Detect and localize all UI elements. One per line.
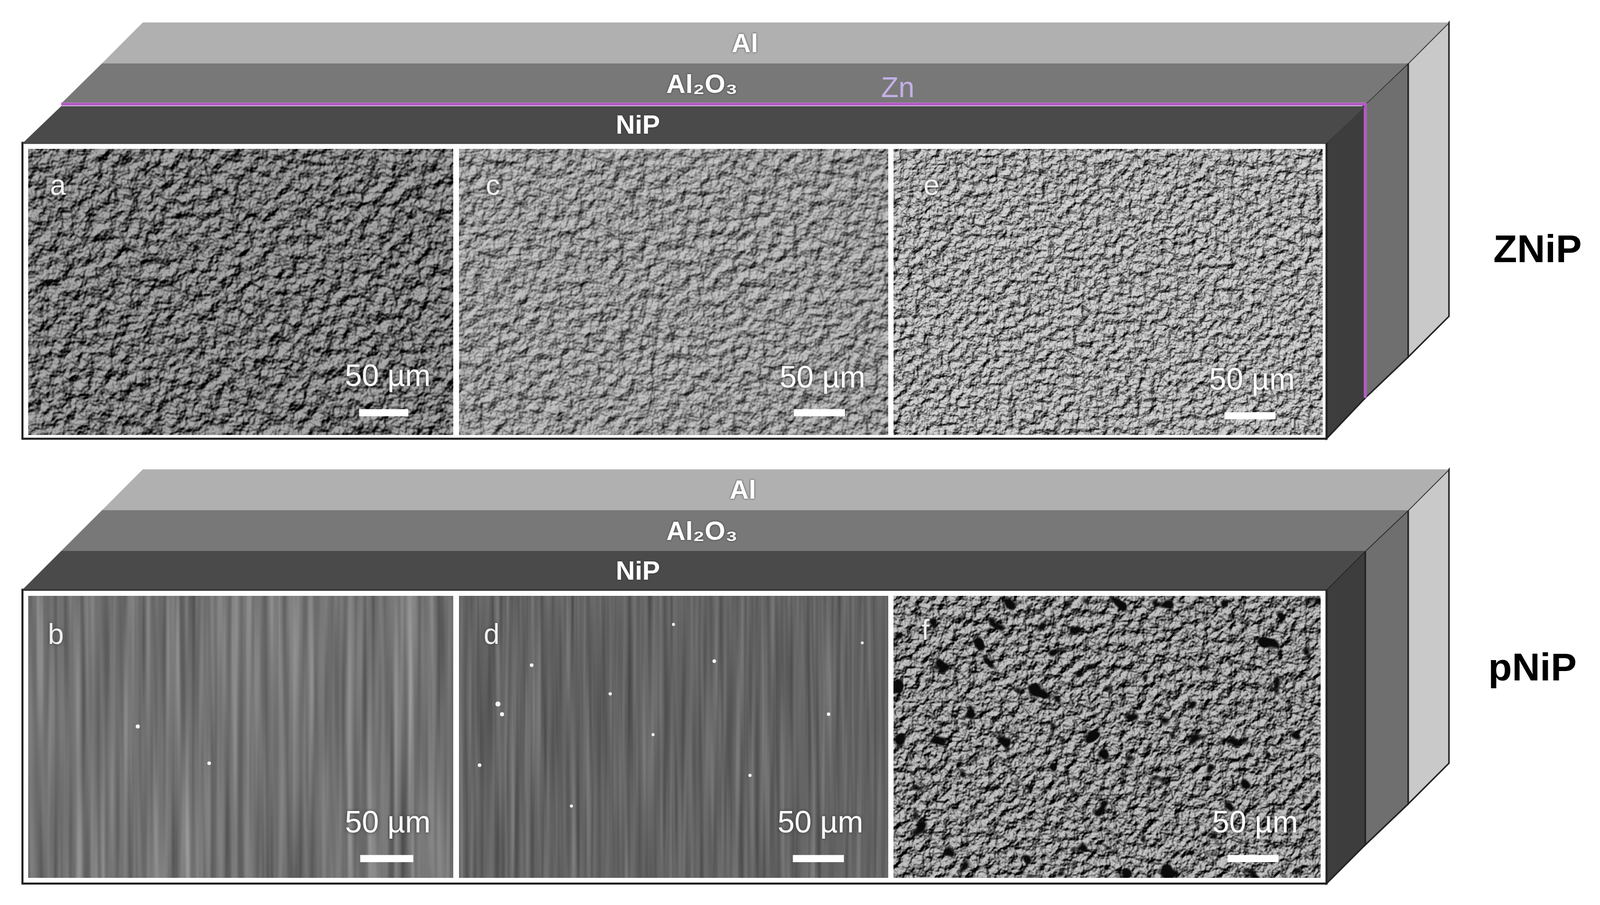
alumina-side-face [1365, 63, 1409, 398]
layer-name: Al [731, 28, 759, 58]
band-shape [101, 22, 1449, 64]
panel-letter: c [485, 169, 500, 202]
nip-side-face [1326, 550, 1366, 884]
scale-label: 50 µm [1212, 804, 1298, 839]
layer-name: NiP [615, 555, 661, 585]
band-fill [61, 510, 1408, 551]
sample-label: ZNiP [1493, 228, 1582, 272]
panel-letter: f [921, 614, 930, 646]
surface-particles [135, 622, 864, 808]
band-shape [22, 550, 1366, 590]
band-fill [101, 469, 1449, 511]
scale-label: 50 µm [777, 804, 864, 839]
scale-label: 50 µm [344, 357, 431, 392]
sem-image [459, 148, 888, 435]
sample-label: pNiP [1488, 646, 1577, 690]
al-layer-band: Al [101, 469, 1449, 511]
layer-name: Al₂O₃ [666, 515, 738, 546]
band-shape [101, 469, 1449, 511]
scale-label: 50 µm [344, 804, 431, 839]
band-fill [22, 550, 1366, 590]
scale-label: 50 µm [779, 359, 866, 394]
layer-name: NiP [615, 109, 661, 139]
panel-letter: b [48, 618, 64, 651]
alumina-layer-band: Al₂O₃ [61, 510, 1408, 551]
al-layer-band: Al [101, 22, 1449, 64]
layer-name: Al [729, 474, 757, 504]
alumina-side-face [1365, 510, 1409, 845]
nip-layer-band: NiP [22, 550, 1366, 590]
layer-name: Al₂O₃ [666, 68, 738, 99]
scale-bar [792, 854, 844, 863]
scale-bar [359, 408, 409, 417]
znip-block [22, 22, 1450, 439]
al-side-face [1408, 22, 1450, 358]
band-fill [22, 105, 1366, 143]
front-face [22, 589, 1327, 884]
sem-image [28, 148, 454, 435]
scale-bar [360, 854, 414, 863]
panel-letter: e [923, 169, 939, 202]
pnip-block [22, 469, 1450, 884]
nip-layer-band: NiP [22, 105, 1366, 143]
front-face [22, 143, 1327, 440]
sem-image [893, 148, 1323, 435]
band-fill [62, 63, 1408, 103]
nip-side-face [1326, 103, 1366, 439]
panel-letter: d [483, 618, 500, 651]
band-shape [22, 105, 1366, 143]
sem-image [28, 595, 454, 878]
sem-image [893, 595, 1321, 878]
alumina-layer-band: Al₂O₃ [62, 63, 1408, 103]
scale-bar [1224, 412, 1276, 420]
scale-label: 50 µm [1209, 361, 1296, 396]
band-fill [101, 22, 1449, 64]
zn-layer-line [61, 103, 1366, 398]
sem-image [459, 595, 888, 878]
al-side-face [1408, 469, 1450, 805]
panel-letter: a [50, 169, 66, 202]
zn-layer-label: Zn [880, 72, 915, 104]
scale-bar [793, 408, 845, 417]
scale-bar [1227, 854, 1279, 863]
